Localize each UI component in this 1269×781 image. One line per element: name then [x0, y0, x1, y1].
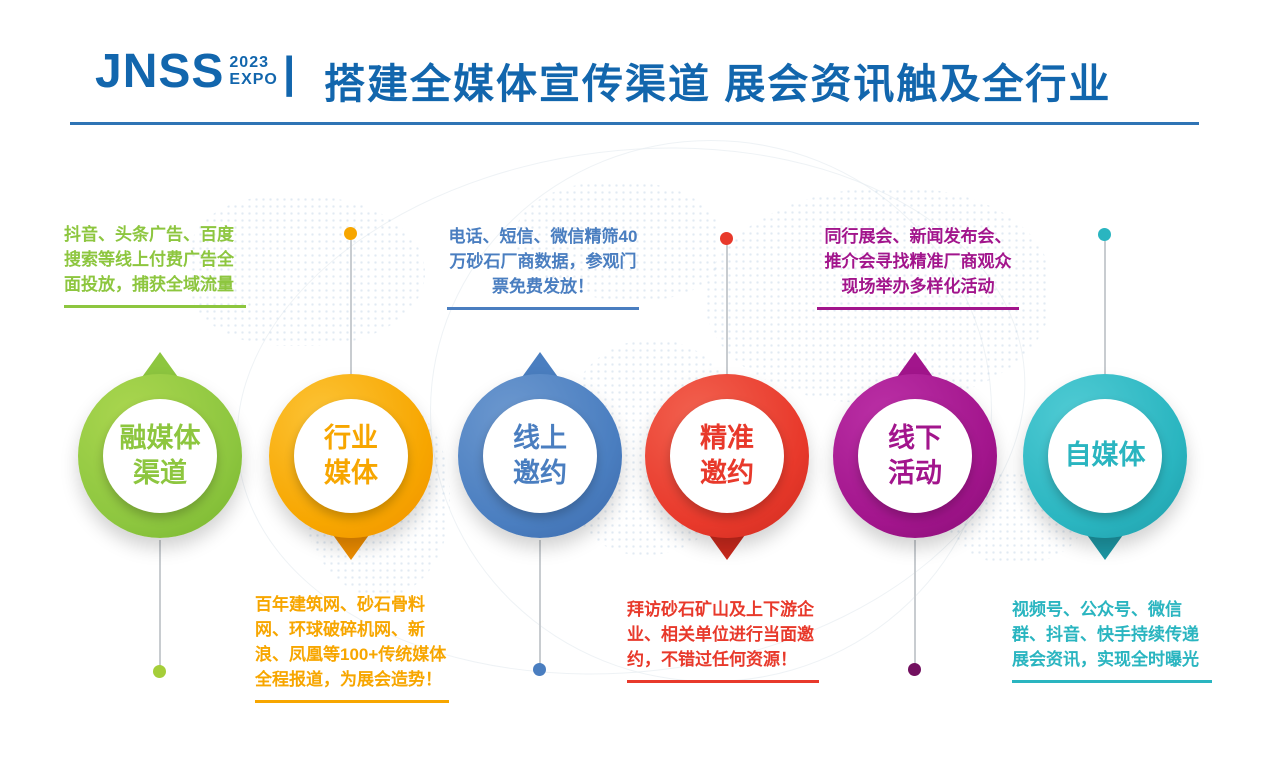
map-blob — [190, 196, 425, 346]
connector-dot — [908, 663, 921, 676]
channel-label: 自媒体 — [1064, 440, 1146, 471]
pin-inner-circle: 融媒体 渠道 — [103, 399, 217, 513]
logo-expo: EXPO — [229, 70, 278, 88]
header-divider-line — [70, 122, 1199, 125]
channel-description: 视频号、公众号、微信群、抖音、快手持续传递展会资讯，实现全时曝光 — [1012, 597, 1212, 683]
map-blob — [515, 182, 720, 300]
pin-ring — [78, 374, 242, 538]
map-blob — [705, 188, 1050, 403]
connector-dot — [1098, 228, 1111, 241]
connector-dot — [153, 665, 166, 678]
pin-tip — [1082, 528, 1128, 560]
channel-pin: 融媒体 渠道 — [78, 352, 242, 538]
channel-label: 融媒体 渠道 — [119, 422, 201, 488]
pin-tip — [137, 352, 183, 384]
map-blob — [948, 472, 1083, 564]
header-logo: JNSS 2023 EXPO — [95, 45, 278, 98]
logo-separator: | — [283, 48, 296, 97]
logo-year: 2023 — [229, 54, 269, 71]
connector-line — [159, 540, 161, 666]
page-title: 搭建全媒体宣传渠道 展会资讯触及全行业 — [324, 61, 1112, 107]
connector-line — [1104, 241, 1106, 374]
logo-jnss-text: JNSS — [95, 45, 225, 98]
logo-year-expo-stack: 2023 EXPO — [229, 54, 278, 89]
